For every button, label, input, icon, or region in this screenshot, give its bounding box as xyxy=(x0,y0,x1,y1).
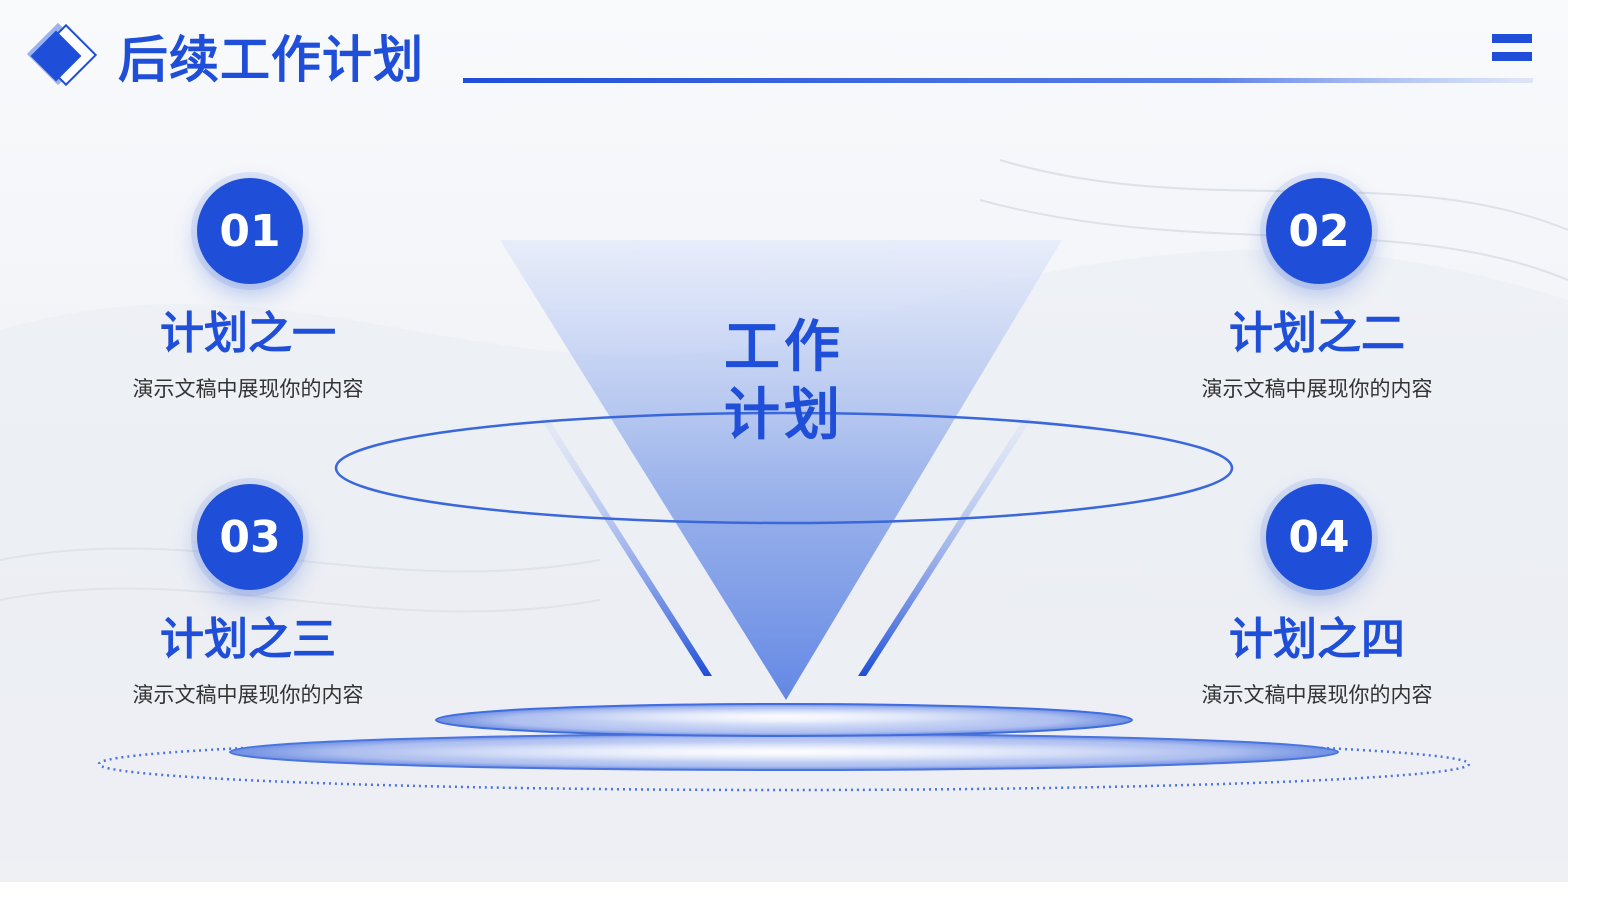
plan-number-badge-1: 01 xyxy=(197,178,303,284)
plan-number-badge-2: 02 xyxy=(1266,178,1372,284)
plan-desc-4: 演示文稿中展现你的内容 xyxy=(1201,683,1433,707)
plan-title-4: 计划之四 xyxy=(1229,614,1405,665)
menu-icon[interactable] xyxy=(1492,34,1532,62)
plan-title-2: 计划之二 xyxy=(1229,308,1405,359)
center-title-line2: 计划 xyxy=(724,383,844,448)
plan-desc-2: 演示文稿中展现你的内容 xyxy=(1201,377,1433,401)
center-title: 工作 计划 xyxy=(704,314,864,450)
slide: 后续工作计划 工作 计划 01 计划之一 演示文稿中展现你的内容 02 计划之二… xyxy=(0,0,1568,882)
center-title-line1: 工作 xyxy=(724,315,844,380)
background-graphics xyxy=(0,22,1568,882)
plan-desc-1: 演示文稿中展现你的内容 xyxy=(132,377,364,401)
plan-title-1: 计划之一 xyxy=(160,308,336,359)
plan-number-badge-3: 03 xyxy=(197,484,303,590)
diamond-logo-icon xyxy=(26,22,98,87)
plan-number-badge-4: 04 xyxy=(1266,484,1372,590)
plan-title-3: 计划之三 xyxy=(160,614,336,665)
page-title: 后续工作计划 xyxy=(118,31,424,89)
plan-desc-3: 演示文稿中展现你的内容 xyxy=(132,683,364,707)
